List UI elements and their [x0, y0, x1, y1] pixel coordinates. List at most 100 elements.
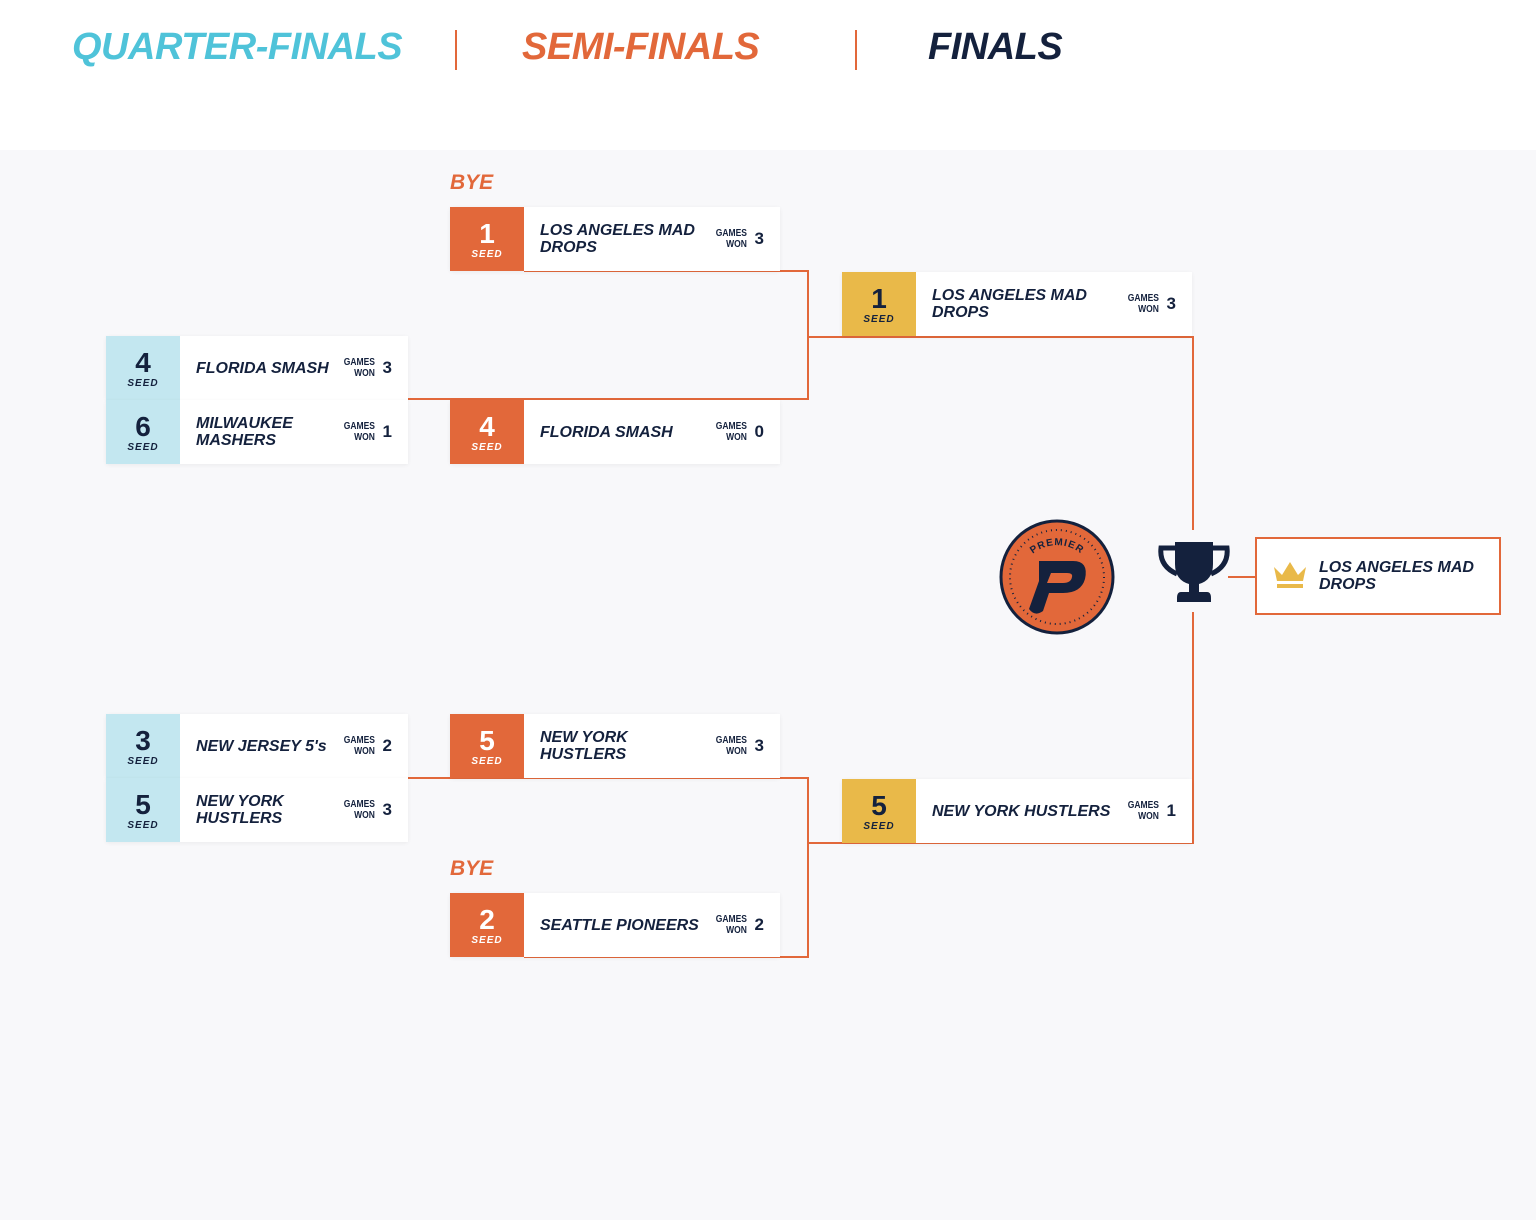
games-label: GAMES	[715, 735, 747, 746]
seed-number: 1	[479, 217, 495, 249]
tab-quarter-finals[interactable]: QUARTER-FINALS	[72, 26, 403, 68]
seed-badge: 4 SEED	[106, 336, 180, 400]
bye-label: BYE	[450, 171, 494, 194]
team-name: NEW YORK HUSTLERS	[540, 729, 628, 763]
seed-badge: 5 SEED	[842, 779, 916, 843]
seed-number: 3	[135, 724, 151, 756]
bracket-line	[807, 842, 1194, 844]
team-name: SEATTLE PIONEERS	[540, 916, 699, 934]
won-label: WON	[1137, 811, 1159, 822]
seed-badge: 2 SEED	[450, 893, 524, 957]
games-won-value: 3	[382, 358, 392, 377]
games-label: GAMES	[343, 357, 375, 368]
bracket-line	[524, 956, 809, 958]
games-label: GAMES	[715, 914, 747, 925]
seed-label: SEED	[127, 755, 159, 767]
team-name: FLORIDA SMASH	[196, 359, 329, 377]
games-label: GAMES	[343, 421, 375, 432]
team-name: LOS ANGELES MAD DROPS	[540, 222, 695, 256]
trophy-icon	[1157, 540, 1231, 608]
team-name: LOS ANGELES MAD DROPS	[932, 287, 1087, 321]
seed-number: 2	[479, 903, 495, 935]
games-won-value: 1	[382, 422, 392, 441]
seed-label: SEED	[471, 755, 503, 767]
team-name: FLORIDA SMASH	[540, 423, 673, 441]
bracket-line	[807, 270, 809, 400]
crown-icon	[1271, 559, 1309, 594]
bracket-line	[1192, 612, 1194, 844]
team-name: NEW YORK HUSTLERS	[932, 802, 1111, 820]
bracket-line	[807, 777, 809, 958]
games-won-value: 0	[754, 422, 764, 441]
games-label: GAMES	[1127, 293, 1159, 304]
tab-semi-finals[interactable]: SEMI-FINALS	[522, 26, 760, 68]
bracket-line	[180, 777, 809, 779]
champion-team-name: LOS ANGELES MAD DROPS	[1319, 559, 1474, 593]
won-label: WON	[1137, 304, 1159, 315]
seed-label: SEED	[863, 313, 895, 325]
seed-number: 4	[135, 346, 151, 378]
seed-label: SEED	[863, 820, 895, 832]
bracket-line	[180, 398, 809, 400]
divider	[855, 30, 857, 70]
team-name: NEW JERSEY 5's	[196, 737, 327, 755]
seed-label: SEED	[127, 441, 159, 453]
games-won-value: 3	[1166, 294, 1176, 313]
games-won-value: 3	[382, 800, 392, 819]
bracket-line	[1192, 336, 1194, 530]
premier-logo: PREMIER	[999, 519, 1115, 635]
bye-label: BYE	[450, 857, 494, 880]
bracket-line	[807, 336, 1194, 338]
games-label: GAMES	[343, 799, 375, 810]
tab-finals[interactable]: FINALS	[928, 26, 1063, 68]
seed-badge: 5 SEED	[106, 778, 180, 842]
won-label: WON	[725, 432, 747, 443]
won-label: WON	[353, 746, 375, 757]
team-name: NEW YORK HUSTLERS	[196, 793, 284, 827]
games-won-value: 3	[754, 229, 764, 248]
seed-number: 1	[871, 282, 887, 314]
seed-badge: 6 SEED	[106, 400, 180, 464]
won-label: WON	[353, 810, 375, 821]
bracket-line	[1228, 576, 1256, 578]
seed-badge: 4 SEED	[450, 400, 524, 464]
seed-badge: 5 SEED	[450, 714, 524, 778]
games-won-value: 3	[754, 736, 764, 755]
seed-label: SEED	[471, 248, 503, 260]
seed-badge: 1 SEED	[450, 207, 524, 271]
champion-box: LOS ANGELES MAD DROPS	[1255, 537, 1501, 615]
seed-label: SEED	[127, 377, 159, 389]
seed-label: SEED	[127, 819, 159, 831]
seed-badge: 1 SEED	[842, 272, 916, 336]
games-won-value: 2	[754, 915, 764, 934]
games-label: GAMES	[715, 421, 747, 432]
won-label: WON	[725, 746, 747, 757]
